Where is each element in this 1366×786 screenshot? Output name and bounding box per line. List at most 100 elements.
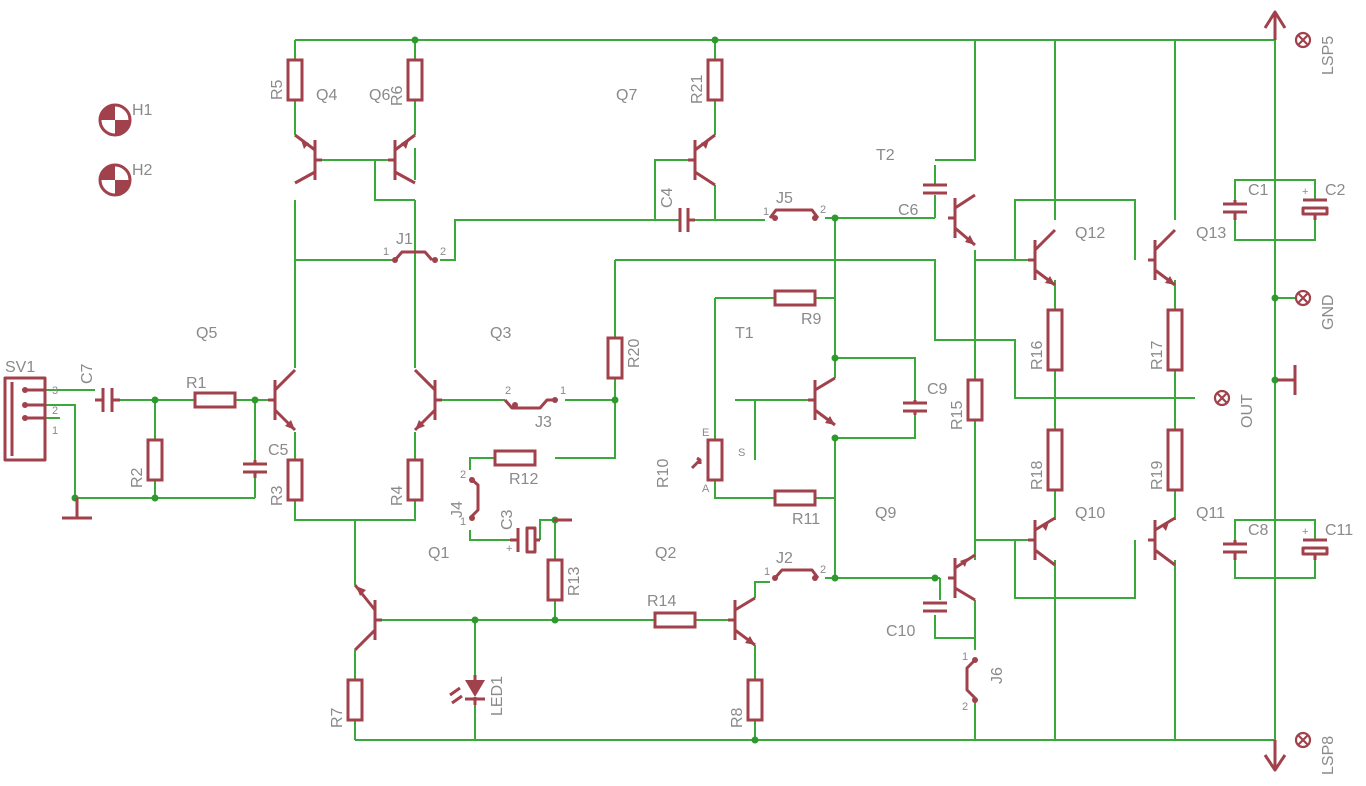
pin-j1-2: 2 bbox=[440, 246, 446, 258]
label-c10: C10 bbox=[886, 623, 915, 640]
resistor-r9 bbox=[773, 289, 817, 307]
potentiometer-r10 bbox=[706, 438, 724, 482]
resistor-r18 bbox=[1046, 428, 1064, 492]
pin-sv1-1: 1 bbox=[52, 425, 58, 437]
label-c2: C2 bbox=[1325, 182, 1346, 199]
label-sv1: SV1 bbox=[5, 359, 35, 376]
transistor-q1 bbox=[353, 584, 382, 652]
pin-j4-1: 1 bbox=[460, 516, 466, 528]
jumpers bbox=[392, 208, 978, 703]
label-q4: Q4 bbox=[316, 87, 337, 104]
supply-terminals bbox=[1213, 10, 1312, 772]
label-c4: C4 bbox=[659, 187, 676, 208]
pin-j2-1: 1 bbox=[764, 566, 770, 578]
resistor-r19 bbox=[1166, 428, 1184, 492]
resistor-r16 bbox=[1046, 308, 1064, 372]
pin-sv1-3: 3 bbox=[52, 385, 58, 397]
label-r2: R2 bbox=[129, 467, 146, 488]
label-lsp5: LSP5 bbox=[1320, 36, 1337, 75]
capacitor-c7 bbox=[95, 388, 120, 412]
resistor-r20 bbox=[606, 336, 624, 380]
transistor-q5 bbox=[268, 368, 297, 432]
connector-sv1 bbox=[3, 376, 47, 462]
label-r8: R8 bbox=[729, 707, 746, 728]
label-r5: R5 bbox=[269, 79, 286, 100]
label-out: OUT bbox=[1239, 394, 1256, 428]
transistor-t1 bbox=[808, 376, 836, 427]
label-j5: J5 bbox=[776, 190, 793, 207]
pin-j3-2: 2 bbox=[505, 385, 511, 397]
capacitor-c10 bbox=[923, 601, 947, 613]
label-j3: J3 bbox=[535, 414, 552, 431]
resistor-r14 bbox=[653, 611, 697, 629]
pin-r10-a: A bbox=[702, 483, 710, 495]
label-r9: R9 bbox=[801, 311, 822, 328]
pin-j6-2: 2 bbox=[962, 701, 968, 713]
resistor-r13 bbox=[546, 558, 564, 602]
label-c6: C6 bbox=[898, 202, 919, 219]
led-led1 bbox=[449, 675, 485, 705]
label-r13: R13 bbox=[566, 567, 583, 596]
resistor-r17 bbox=[1166, 308, 1184, 372]
label-h1: H1 bbox=[132, 102, 153, 119]
label-c7: C7 bbox=[79, 363, 96, 384]
transistor-q4 bbox=[294, 133, 322, 185]
capacitor-c9 bbox=[903, 400, 927, 415]
resistor-r2 bbox=[146, 438, 164, 482]
pad-lsp5 bbox=[1294, 31, 1312, 49]
transistor-q7 bbox=[688, 133, 716, 187]
label-c11: C11 bbox=[1325, 522, 1353, 539]
resistor-r11 bbox=[773, 489, 817, 507]
transistors bbox=[268, 133, 1177, 652]
pin-c2-plus: + bbox=[1302, 186, 1308, 198]
label-q11: Q11 bbox=[1196, 505, 1225, 522]
jumper-j5 bbox=[768, 208, 820, 219]
label-r21: R21 bbox=[689, 75, 706, 104]
ground-symbols bbox=[62, 365, 1297, 522]
pad-out bbox=[1213, 389, 1231, 407]
label-q6: Q6 bbox=[369, 87, 390, 104]
label-q2: Q2 bbox=[655, 545, 676, 562]
label-lsp8: LSP8 bbox=[1320, 736, 1337, 775]
pin-j2-2: 2 bbox=[820, 564, 826, 576]
label-r19: R19 bbox=[1149, 461, 1166, 490]
transistor-q2 bbox=[728, 596, 756, 647]
wires bbox=[45, 20, 1316, 760]
resistor-r5 bbox=[286, 58, 304, 102]
label-c9: C9 bbox=[927, 381, 948, 398]
capacitor-c11 bbox=[1301, 538, 1329, 560]
transistor-q10 bbox=[1028, 516, 1056, 567]
transistor-q11 bbox=[1148, 516, 1176, 567]
label-q7: Q7 bbox=[616, 87, 637, 104]
capacitor-c5 bbox=[243, 460, 267, 478]
pin-j5-2: 2 bbox=[820, 204, 826, 216]
resistor-r15 bbox=[966, 378, 984, 422]
label-h2: H2 bbox=[132, 162, 153, 179]
label-q5: Q5 bbox=[196, 325, 217, 342]
resistor-r3 bbox=[286, 458, 304, 502]
label-r12: R12 bbox=[509, 471, 538, 488]
label-j4: J4 bbox=[449, 501, 466, 518]
capacitor-c2 bbox=[1301, 198, 1329, 220]
label-r11: R11 bbox=[792, 511, 820, 528]
pin-j1-1: 1 bbox=[383, 246, 389, 258]
resistor-r4 bbox=[406, 458, 424, 502]
pin-j3-1: 1 bbox=[560, 385, 566, 397]
label-r15: R15 bbox=[949, 401, 966, 430]
transistor-q6 bbox=[388, 133, 416, 185]
mounting-holes bbox=[98, 103, 132, 197]
label-r17: R17 bbox=[1149, 341, 1166, 370]
pin-j5-1: 1 bbox=[763, 206, 769, 218]
jumper-j4 bbox=[468, 476, 480, 520]
resistor-r1 bbox=[193, 391, 237, 409]
label-c1: C1 bbox=[1248, 182, 1269, 199]
pin-r10-s: S bbox=[738, 447, 745, 459]
pin-c11-plus: + bbox=[1302, 526, 1308, 538]
label-c5: C5 bbox=[268, 442, 289, 459]
label-r20: R20 bbox=[626, 339, 643, 368]
transistor-q9 bbox=[948, 553, 976, 602]
label-q3: Q3 bbox=[490, 325, 511, 342]
label-q13: Q13 bbox=[1196, 225, 1226, 242]
transistor-q12 bbox=[1028, 228, 1057, 287]
label-r18: R18 bbox=[1029, 461, 1046, 490]
